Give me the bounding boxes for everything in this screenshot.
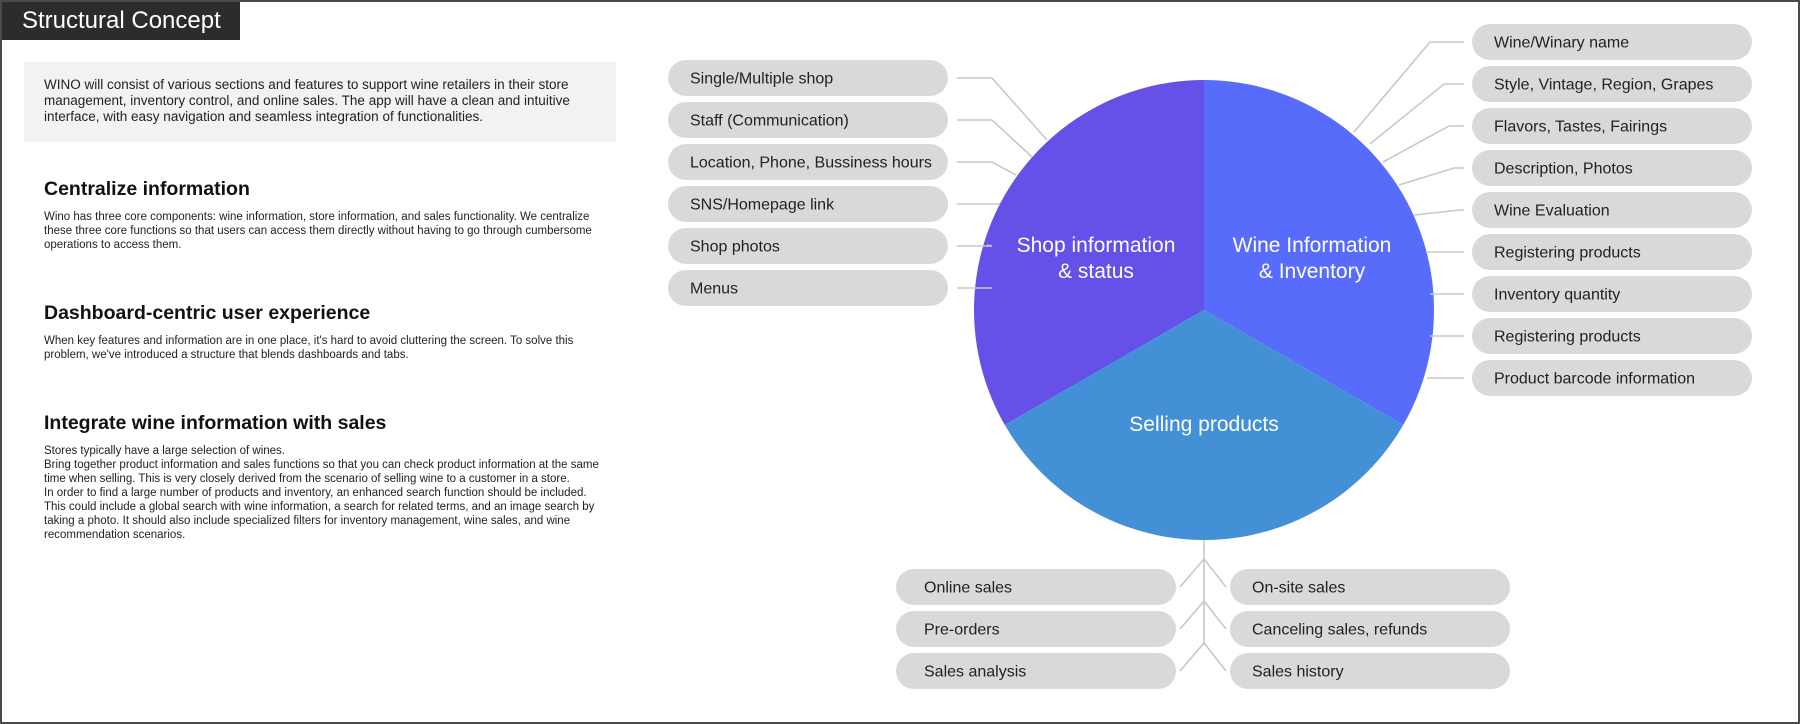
- selling-right-connector: [1203, 642, 1227, 672]
- selling-right-connector: [1203, 600, 1227, 630]
- shop-connector: [957, 77, 1048, 141]
- selling-right-pill: [1230, 569, 1510, 605]
- wine-connector: [1398, 167, 1464, 186]
- section-body-line: these three core functions so that users…: [44, 225, 592, 237]
- wine-item-pill-label: Wine/Winary name: [1494, 35, 1629, 52]
- selling-left-pill: [896, 653, 1176, 689]
- wine-item-pill-label: Registering products: [1494, 245, 1641, 262]
- wine-item-pill-label: Inventory quantity: [1494, 287, 1620, 304]
- wedge-label-wine: Wine Information: [1233, 234, 1392, 257]
- wine-item-pill: [1472, 108, 1752, 144]
- selling-right-pill: [1230, 611, 1510, 647]
- wedge-wine: [1204, 80, 1434, 425]
- selling-right-pill: [1230, 653, 1510, 689]
- wine-item-pill: [1472, 192, 1752, 228]
- wedge-label-selling: Selling products: [1129, 413, 1278, 436]
- selling-right-pill-label: Canceling sales, refunds: [1252, 622, 1427, 639]
- shop-connector: [957, 244, 993, 247]
- selling-left-pill-label: Sales analysis: [924, 664, 1026, 681]
- section-heading-integrate: Integrate wine information with sales: [44, 412, 387, 434]
- shop-item-pill-label: Menus: [690, 281, 738, 298]
- wedge-label-shop: Shop information: [1017, 234, 1176, 257]
- section-body-line: Wino has three core components: wine inf…: [44, 211, 590, 223]
- selling-right-pill-label: On-site sales: [1252, 580, 1345, 597]
- wine-item-pill: [1472, 24, 1752, 60]
- wine-connector: [1413, 209, 1464, 216]
- wine-item-pill-label: Style, Vintage, Region, Grapes: [1494, 77, 1713, 94]
- section-body-line: problem, we've introduced a structure th…: [44, 349, 409, 361]
- wedge-label-wine: & Inventory: [1259, 260, 1366, 283]
- wine-item-pill-label: Description, Photos: [1494, 161, 1633, 178]
- wine-connector: [1369, 83, 1464, 145]
- shop-item-pill-label: SNS/Homepage link: [690, 197, 835, 214]
- section-body-line: When key features and information are in…: [44, 335, 574, 347]
- section-body-line: time when selling. This is very closely …: [44, 473, 570, 485]
- intro-text: WINO will consist of various sections an…: [44, 77, 570, 124]
- shop-item-pill: [668, 102, 948, 138]
- wedge-label-shop: & status: [1058, 260, 1134, 283]
- section-body-line: Stores typically have a large selection …: [44, 445, 285, 457]
- wine-item-pill-label: Product barcode information: [1494, 371, 1695, 388]
- selling-left-connector: [1179, 600, 1205, 630]
- selling-right-connector: [1203, 558, 1227, 588]
- section-body-line: taking a photo. It should also include s…: [44, 515, 571, 527]
- shop-item-pill: [668, 144, 948, 180]
- shop-item-pill: [668, 270, 948, 306]
- wine-item-pill: [1472, 66, 1752, 102]
- wine-item-pill: [1472, 150, 1752, 186]
- wine-item-pill: [1472, 276, 1752, 312]
- page-title: Structural Concept: [2, 2, 240, 40]
- selling-right-pill-label: Sales history: [1252, 664, 1344, 681]
- selling-left-pill-label: Online sales: [924, 580, 1012, 597]
- wine-connector: [1382, 125, 1464, 163]
- section-heading-centralize: Centralize information: [44, 178, 250, 200]
- shop-item-pill-label: Location, Phone, Bussiness hours: [690, 155, 932, 172]
- intro-box: WINO will consist of various sections an…: [24, 62, 616, 142]
- wine-item-pill-label: Registering products: [1494, 329, 1641, 346]
- wine-item-pill: [1472, 318, 1752, 354]
- section-body-line: This could include a global search with …: [44, 501, 595, 513]
- selling-left-connector: [1179, 642, 1205, 672]
- section-body-centralize: Wino has three core components: wine inf…: [44, 210, 634, 252]
- wine-item-pill: [1472, 234, 1752, 270]
- shop-item-pill: [668, 60, 948, 96]
- shop-item-pill-label: Single/Multiple shop: [690, 71, 833, 88]
- wine-item-pill: [1472, 360, 1752, 396]
- section-heading-dashboard: Dashboard-centric user experience: [44, 302, 371, 324]
- selling-left-pill-label: Pre-orders: [924, 622, 1000, 639]
- section-body-dashboard: When key features and information are in…: [44, 334, 634, 362]
- selling-left-connector: [1179, 558, 1205, 588]
- wine-item-pill-label: Wine Evaluation: [1494, 203, 1610, 220]
- wedge-selling: [1004, 310, 1404, 540]
- section-body-line: Bring together product information and s…: [44, 459, 599, 471]
- section-body-line: recommendation scenarios.: [44, 529, 186, 541]
- selling-left-pill: [896, 611, 1176, 647]
- wine-connector: [1353, 41, 1464, 133]
- shop-item-pill-label: Shop photos: [690, 239, 780, 256]
- shop-item-pill: [668, 228, 948, 264]
- shop-connector: [957, 119, 1033, 158]
- shop-item-pill-label: Staff (Communication): [690, 113, 849, 130]
- wine-item-pill-label: Flavors, Tastes, Fairings: [1494, 119, 1667, 136]
- section-body-line: In order to find a large number of produ…: [44, 487, 587, 499]
- section-body-integrate: Stores typically have a large selection …: [44, 444, 634, 542]
- wedge-shop: [973, 80, 1204, 425]
- shop-item-pill: [668, 186, 948, 222]
- section-body-line: operations to access them.: [44, 239, 182, 251]
- selling-left-pill: [896, 569, 1176, 605]
- shop-connector: [957, 161, 1017, 176]
